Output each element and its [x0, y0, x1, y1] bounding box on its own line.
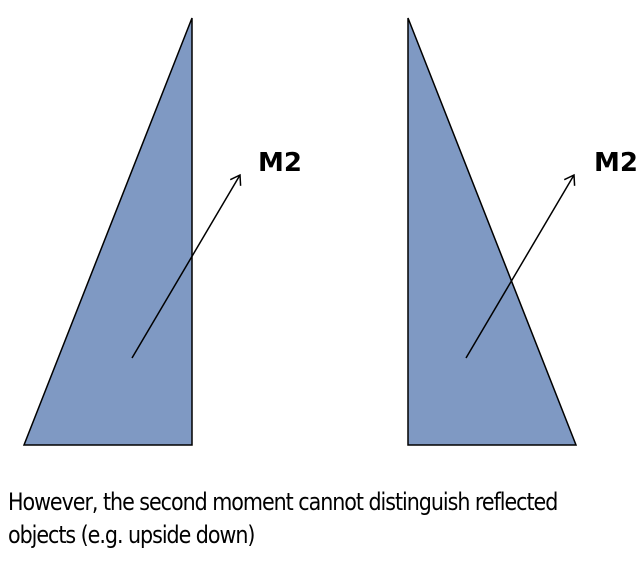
right-triangle-figure: M2	[407, 17, 638, 446]
left-triangle	[22, 17, 193, 446]
left-m2-label: M2	[258, 148, 302, 178]
right-m2-arrow	[465, 173, 576, 359]
left-m2-arrow	[131, 173, 242, 359]
caption-line-2: objects (e.g. upside down)	[8, 521, 255, 549]
right-m2-label: M2	[594, 148, 638, 178]
caption-line-1: However, the second moment cannot distin…	[8, 488, 558, 516]
left-triangle-figure: M2	[22, 17, 302, 446]
caption-text: However, the second moment cannot distin…	[8, 486, 558, 552]
right-triangle	[407, 17, 578, 446]
